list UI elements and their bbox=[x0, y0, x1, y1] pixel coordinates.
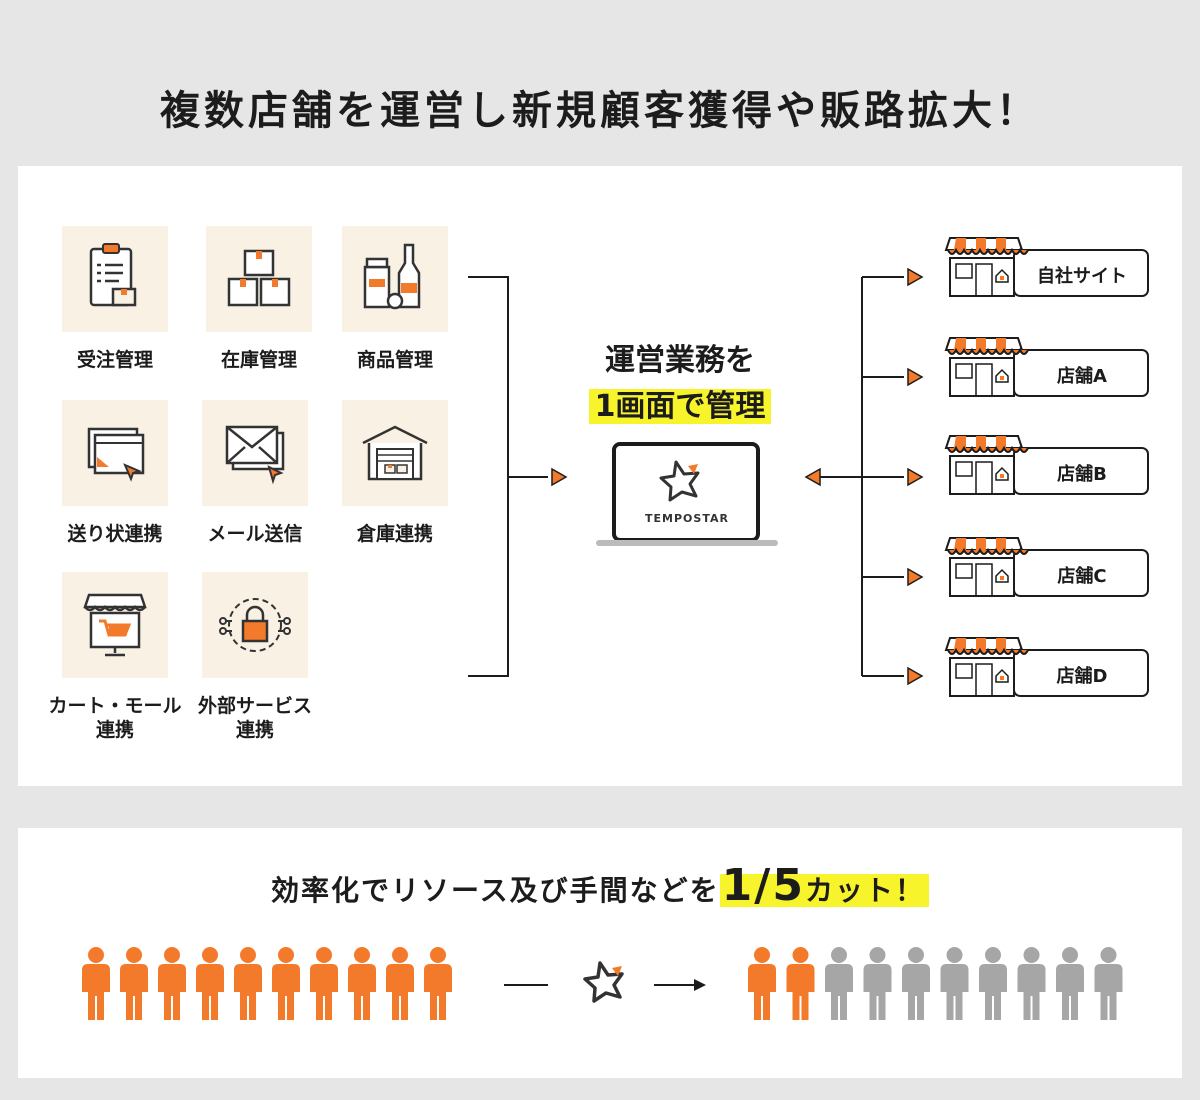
person-icon bbox=[902, 947, 930, 1020]
order-clipboard-icon bbox=[62, 226, 168, 332]
person-icon bbox=[786, 947, 815, 1020]
efficiency-title: 効率化でリソース及び手間などを1/5カット！ bbox=[0, 860, 1200, 911]
feature-label-cart-mall-line2: 連携 bbox=[95, 719, 134, 741]
efficiency-ratio: 1/5 bbox=[721, 860, 805, 911]
mail-envelope-icon bbox=[202, 400, 308, 506]
person-icon bbox=[1056, 947, 1084, 1020]
center-caption-line1: 運営業務を bbox=[605, 343, 755, 378]
center-caption: 運営業務を 1画面で管理 bbox=[560, 338, 800, 430]
person-icon bbox=[310, 947, 338, 1020]
feature-label-warehouse: 倉庫連携 bbox=[356, 523, 433, 545]
person-icon bbox=[120, 947, 148, 1020]
center-caption-line2: 1画面で管理 bbox=[588, 389, 772, 424]
feature-label-mail: メール送信 bbox=[207, 523, 303, 545]
warehouse-icon bbox=[342, 400, 448, 506]
tempostar-logo-text: TEMPOSTAR bbox=[645, 512, 729, 525]
person-icon bbox=[348, 947, 376, 1020]
person-icon bbox=[196, 947, 224, 1020]
products-bottles-icon bbox=[342, 226, 448, 332]
feature-label-cart-mall-line1: カート・モール bbox=[48, 695, 182, 717]
store-label: 店舗B bbox=[1057, 464, 1107, 485]
store-label: 自社サイト bbox=[1037, 266, 1127, 287]
store-icon bbox=[944, 637, 1149, 697]
inventory-boxes-icon bbox=[206, 226, 312, 332]
page-title: 複数店舗を運営し新規顧客獲得や販路拡大！ bbox=[160, 88, 1040, 134]
lock-network-icon bbox=[202, 572, 308, 678]
person-icon bbox=[863, 947, 892, 1020]
store-icon bbox=[944, 537, 1149, 597]
person-icon bbox=[82, 947, 110, 1020]
person-icon bbox=[386, 947, 414, 1020]
person-icon bbox=[234, 947, 262, 1020]
feature-label-external: 外部サービス連携 bbox=[180, 694, 330, 742]
store-icon bbox=[944, 337, 1149, 397]
feature-label-external-line1: 外部サービス bbox=[197, 695, 312, 717]
person-icon bbox=[979, 947, 1007, 1020]
feature-label-order: 受注管理 bbox=[76, 349, 153, 371]
efficiency-prefix: 効率化でリソース及び手間などを bbox=[271, 874, 720, 907]
store-icon bbox=[944, 435, 1149, 495]
feature-label-invoice: 送り状連携 bbox=[67, 523, 163, 545]
person-icon bbox=[158, 947, 186, 1020]
store-icon bbox=[944, 237, 1149, 297]
feature-label-cart-mall: カート・モール連携 bbox=[40, 694, 190, 742]
person-icon bbox=[1017, 947, 1046, 1020]
person-icon bbox=[748, 947, 776, 1020]
store-label: 店舗A bbox=[1057, 366, 1107, 387]
person-icon bbox=[1094, 947, 1123, 1020]
efficiency-suffix: カット！ bbox=[804, 874, 925, 907]
person-icon bbox=[940, 947, 969, 1020]
person-icon bbox=[825, 947, 853, 1020]
feature-label-inventory: 在庫管理 bbox=[220, 349, 297, 371]
cart-storefront-icon bbox=[62, 572, 168, 678]
person-icon bbox=[272, 947, 300, 1020]
feature-label-external-line2: 連携 bbox=[235, 719, 274, 741]
person-icon bbox=[424, 947, 452, 1020]
store-label: 店舗D bbox=[1056, 666, 1108, 687]
feature-label-products: 商品管理 bbox=[356, 349, 433, 371]
invoice-window-icon bbox=[62, 400, 168, 506]
store-label: 店舗C bbox=[1057, 566, 1107, 587]
